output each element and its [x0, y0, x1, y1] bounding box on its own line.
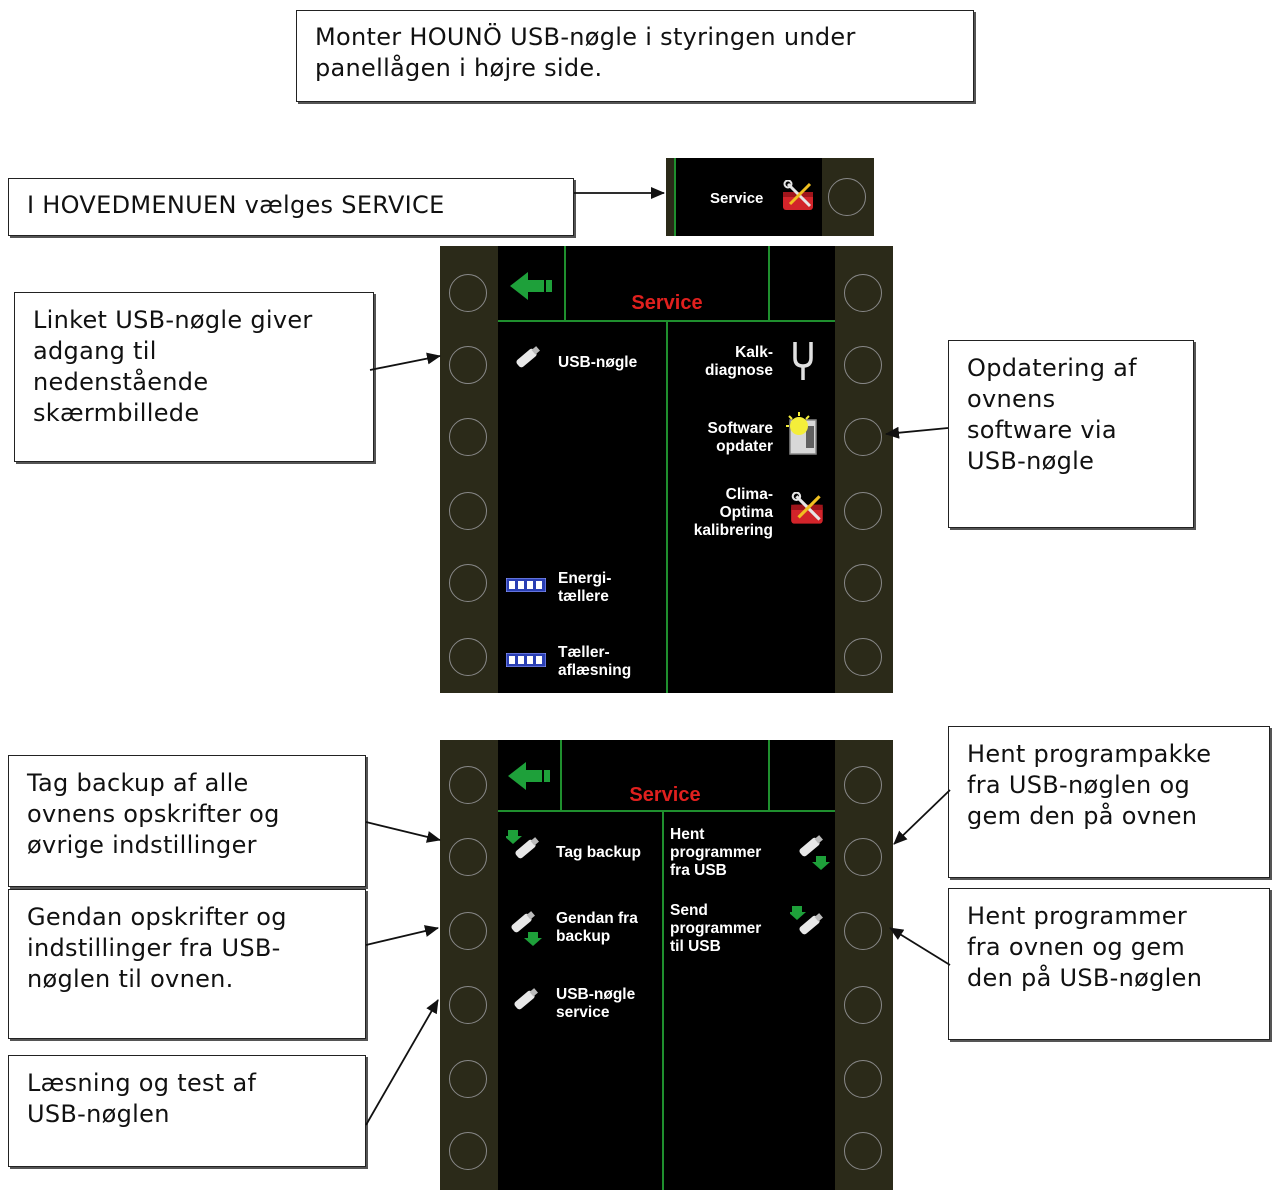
menu-restore-backup[interactable]: Gendan fra backup: [556, 910, 638, 945]
left-bezel: [440, 246, 498, 693]
usb-download-icon: [794, 832, 834, 876]
callout-read-test: Læsning og test af USB-nøglen: [8, 1055, 366, 1167]
counter-icon: [505, 652, 547, 671]
callout-mount-usb: Monter HOUNÖ USB-nøgle i styringen under…: [296, 10, 974, 102]
menu-get-programs-from-usb[interactable]: Hent programmer fra USB: [670, 826, 762, 879]
menu-usb-service[interactable]: USB-nøgle service: [556, 986, 636, 1021]
arrow-get-package: [893, 789, 951, 845]
right-button-4[interactable]: [844, 986, 882, 1024]
menu-tag-backup[interactable]: Tag backup: [556, 844, 641, 861]
menu-software-update[interactable]: Software opdater: [707, 420, 773, 455]
screen-1-title: Service: [631, 292, 703, 314]
right-button-6[interactable]: [844, 638, 882, 676]
left-button-6[interactable]: [449, 638, 487, 676]
usb-key-icon: [510, 986, 540, 1016]
arrow-update-software: [885, 426, 949, 439]
service-strip-label: Service: [710, 190, 764, 207]
left-button-1[interactable]: [449, 274, 487, 312]
back-arrow-icon[interactable]: [510, 270, 554, 306]
callout-main-menu: I HOVEDMENUEN vælges SERVICE: [8, 178, 574, 236]
menu-counter-reading[interactable]: Tæller- aflæsning: [558, 644, 632, 679]
right-button-1[interactable]: [844, 766, 882, 804]
service-strip-hardware-button[interactable]: [828, 178, 866, 216]
left-button-1[interactable]: [449, 766, 487, 804]
callout-backup: Tag backup af alle ovnens opskrifter og …: [8, 755, 366, 887]
tuning-fork-icon: [788, 340, 818, 386]
right-button-5[interactable]: [844, 564, 882, 602]
main-menu-service-strip: Service: [666, 158, 874, 236]
left-button-2[interactable]: [449, 838, 487, 876]
screen-1-display: Service USB-nøgle Kalk- diagnose Softwar…: [498, 246, 835, 693]
callout-get-package: Hent programpakke fra USB-nøglen og gem …: [948, 726, 1270, 878]
counter-icon: [505, 577, 547, 596]
left-bezel: [440, 740, 498, 1190]
right-button-3[interactable]: [844, 912, 882, 950]
arrow-restore: [365, 925, 439, 946]
right-button-4[interactable]: [844, 492, 882, 530]
right-bezel: [835, 246, 893, 693]
arrow-linked-usb: [369, 352, 441, 371]
arrow-get-programs: [889, 927, 951, 966]
left-button-4[interactable]: [449, 492, 487, 530]
right-button-6[interactable]: [844, 1132, 882, 1170]
toolbox-icon: [780, 179, 818, 218]
software-update-icon: [784, 412, 824, 460]
menu-energy-counters[interactable]: Energi- tællere: [558, 570, 612, 605]
left-button-6[interactable]: [449, 1132, 487, 1170]
left-button-3[interactable]: [449, 912, 487, 950]
left-button-4[interactable]: [449, 986, 487, 1024]
callout-get-programs: Hent programmer fra ovnen og gem den på …: [948, 888, 1270, 1040]
callout-update-software: Opdatering af ovnens software via USB-nø…: [948, 340, 1194, 528]
callout-linked-usb: Linket USB-nøgle giver adgang til nedens…: [14, 292, 374, 462]
screen-2-display: Service Tag backup Gendan fra backup: [498, 740, 835, 1190]
usb-upload-icon: [788, 904, 826, 942]
right-bezel: [835, 740, 893, 1190]
right-button-2[interactable]: [844, 838, 882, 876]
right-button-1[interactable]: [844, 274, 882, 312]
screen-2-title: Service: [629, 784, 701, 806]
usb-key-icon: [512, 344, 542, 374]
right-button-3[interactable]: [844, 418, 882, 456]
left-button-5[interactable]: [449, 1060, 487, 1098]
arrow-backup: [365, 821, 441, 843]
service-screen-2: Service Tag backup Gendan fra backup: [440, 740, 893, 1190]
usb-restore-icon: [506, 908, 546, 952]
right-button-2[interactable]: [844, 346, 882, 384]
back-arrow-icon[interactable]: [508, 760, 552, 796]
left-button-3[interactable]: [449, 418, 487, 456]
arrow-read-test: [365, 999, 439, 1126]
left-button-2[interactable]: [449, 346, 487, 384]
service-screen-1: Service USB-nøgle Kalk- diagnose Softwar…: [440, 246, 893, 693]
menu-clima-optima[interactable]: Clima- Optima kalibrering: [693, 486, 773, 539]
callout-restore: Gendan opskrifter og indstillinger fra U…: [8, 889, 366, 1039]
right-button-5[interactable]: [844, 1060, 882, 1098]
usb-backup-icon: [504, 828, 542, 866]
menu-send-programs-to-usb[interactable]: Send programmer til USB: [670, 902, 762, 955]
menu-kalk-diagnose[interactable]: Kalk- diagnose: [704, 344, 773, 379]
left-button-5[interactable]: [449, 564, 487, 602]
menu-usb-key[interactable]: USB-nøgle: [558, 354, 638, 371]
toolbox-icon: [788, 491, 828, 532]
